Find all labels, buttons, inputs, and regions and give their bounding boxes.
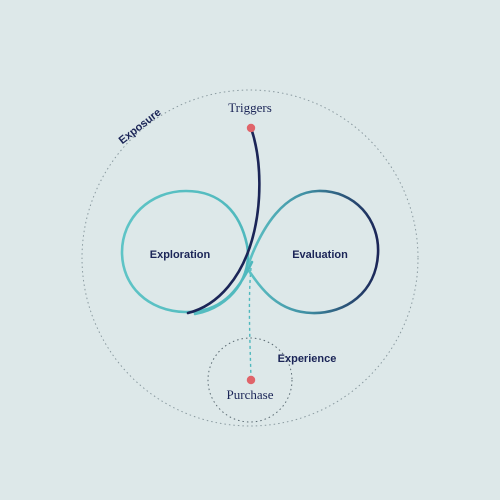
purchase-marker (246, 375, 256, 385)
purchase-connector (248, 267, 252, 381)
exposure-outline (81, 89, 419, 427)
triggers-marker (246, 123, 256, 133)
exploration-label: Exploration (150, 249, 211, 261)
evaluation-loop (245, 189, 380, 315)
exposure-label: Exposure (117, 106, 164, 146)
experience-label: Experience (278, 353, 337, 365)
trigger-path (186, 126, 261, 315)
purchase-label: Purchase (227, 387, 274, 402)
experience-outline (207, 337, 293, 423)
triggers-label: Triggers (228, 100, 272, 115)
evaluation-label: Evaluation (292, 249, 348, 261)
